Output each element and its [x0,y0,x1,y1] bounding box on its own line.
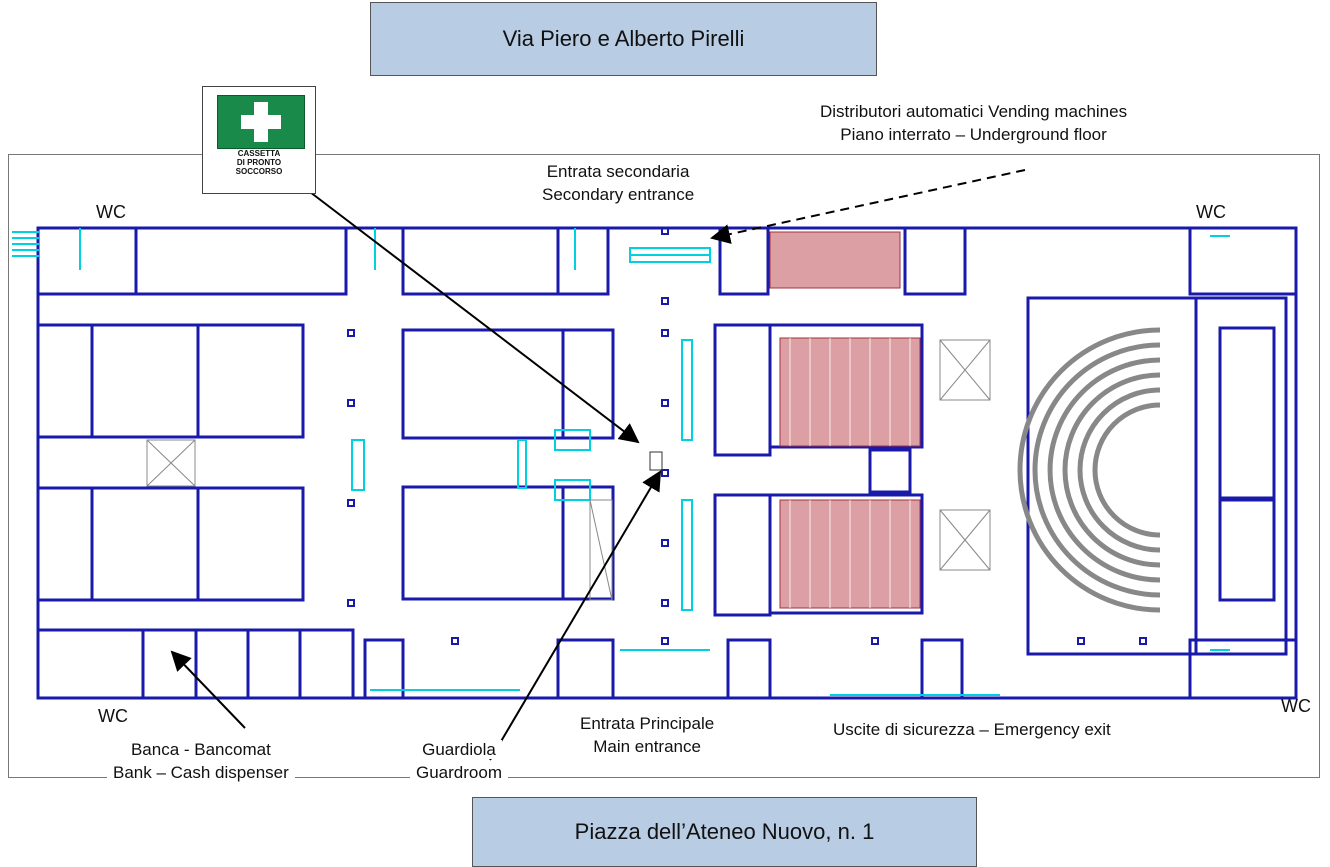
guardroom-label: Guardiola Guardroom [410,738,508,784]
main-entrance-label: Entrata Principale Main entrance [580,714,715,756]
guardroom-booth [649,451,663,471]
guardroom-arrow [489,470,662,761]
map-frame [8,154,1320,778]
wc-top-left: WC [96,202,126,222]
bank-arrow [170,650,246,729]
first-aid-sign-icon [217,95,305,149]
first-aid-box-sign: CASSETTA DI PRONTO SOCCORSO [202,86,316,194]
wc-bottom-right: WC [1281,696,1311,716]
first-aid-text: CASSETTA DI PRONTO SOCCORSO [235,149,283,176]
vending-arrow [710,169,1026,244]
first-aid-arrow [309,191,640,444]
emergency-exit-label: Uscite di sicurezza – Emergency exit [833,720,1111,739]
wc-bottom-left: WC [98,706,128,727]
secondary-entrance-label: Entrata secondaria Secondary entrance [542,162,695,204]
street-label-top: Via Piero e Alberto Pirelli [370,2,877,76]
vending-label: Distributori automatici Vending machines… [820,102,1128,144]
bank-label: Banca - Bancomat Bank – Cash dispenser [107,738,295,784]
wc-top-right: WC [1196,202,1226,222]
